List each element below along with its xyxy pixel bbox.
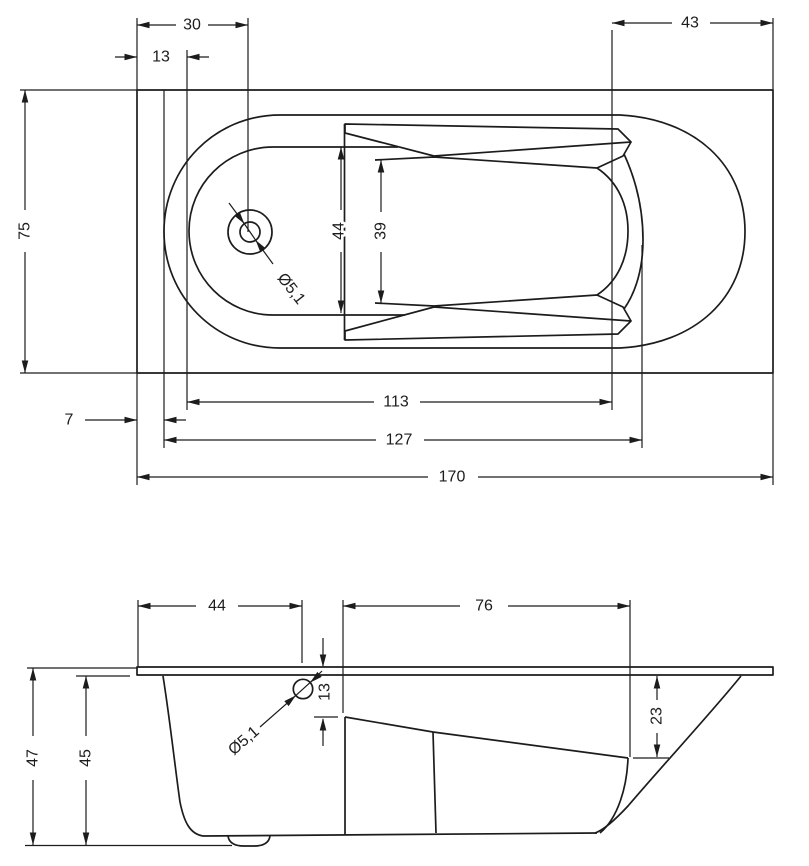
top-view-geometry [136, 89, 774, 374]
dim-label-127: 127 [386, 432, 413, 449]
dim-label-45: 45 [78, 749, 95, 767]
armrest-top [344, 123, 632, 157]
seat-divider-line [432, 731, 437, 834]
dimension-arrowhead [21, 90, 29, 103]
dim-label-43: 43 [681, 15, 699, 32]
dimension-arrowhead [137, 473, 150, 481]
dim-label-75: 75 [17, 222, 34, 240]
dimension-arrowhead [653, 676, 661, 689]
dimension-arrowhead [235, 21, 248, 29]
dimension-arrowhead [124, 416, 137, 424]
top-view: 30 13 43 75 44 39 Ø5,1 113 127 170 7 [14, 12, 774, 488]
dimension-arrowhead [21, 360, 29, 373]
left-wall-profile [162, 675, 204, 837]
dim-label-7: 7 [65, 412, 74, 429]
top-view-dimensions: 30 13 43 75 44 39 Ø5,1 113 127 170 7 [14, 12, 774, 488]
seat-back-edge [599, 757, 629, 834]
dim-label-170: 170 [439, 469, 466, 486]
dim-label-76: 76 [475, 598, 493, 615]
dim-label-30: 30 [183, 17, 201, 34]
dimension-arrowhead [310, 671, 322, 683]
dimension-arrowhead [289, 602, 302, 610]
rim-profile [136, 666, 774, 676]
dimension-arrowhead [653, 744, 661, 757]
drain-leader [228, 202, 274, 265]
dimension-arrowhead [377, 290, 385, 303]
tub-deck-outline [136, 89, 774, 374]
dimension-arrowhead [629, 436, 642, 444]
seat-inner-edge-top [374, 141, 632, 169]
dimension-arrowhead [760, 473, 773, 481]
tub-rim-outline [163, 114, 746, 349]
seat-inner-edge-bottom [374, 294, 632, 322]
dimension-arrowhead [319, 718, 327, 731]
dimension-arrowhead [29, 668, 37, 681]
armrest-bottom [344, 306, 632, 341]
backrest-outer-curve [623, 153, 644, 310]
dimension-arrowhead [124, 53, 137, 61]
dimension-arrowhead [255, 240, 266, 253]
extension-line [20, 89, 137, 374]
dimension-arrowhead [187, 53, 200, 61]
dimension-arrowhead [337, 147, 345, 160]
dimension-arrowhead [137, 21, 150, 29]
dim-label-44-side: 44 [208, 598, 226, 615]
dim-label-drain-diameter-side: Ø5,1 [225, 723, 262, 759]
backrest-inner-curve [596, 167, 629, 296]
back-wall-profile [594, 675, 742, 834]
dimension-arrowhead [29, 832, 37, 845]
dim-label-13-side: 13 [317, 683, 334, 701]
dimension-arrowhead [760, 19, 773, 27]
dimension-arrowhead [164, 436, 177, 444]
side-view: 44 76 13 23 47 45 Ø5,1 [22, 595, 774, 847]
drain-hole-circle [239, 221, 261, 243]
dimension-arrowhead [377, 160, 385, 173]
dim-label-drain-diameter: Ø5,1 [274, 270, 309, 308]
dimension-arrowhead [599, 398, 612, 406]
dimension-arrowhead [164, 416, 177, 424]
dimension-arrowhead [343, 602, 356, 610]
floor-profile [202, 832, 598, 837]
dimension-arrowhead [284, 695, 296, 707]
drain-flange-circle [227, 209, 273, 255]
dim-label-44: 44 [331, 222, 348, 240]
dimension-arrowhead [612, 19, 625, 27]
dimension-arrowhead [337, 300, 345, 313]
dimension-arrowhead [234, 211, 245, 224]
dimension-arrowhead [319, 654, 327, 667]
dim-label-13: 13 [152, 49, 170, 66]
dimension-arrowhead [82, 832, 90, 845]
drain-side-circle [292, 678, 314, 700]
arrowheads [21, 19, 773, 845]
dimension-arrowhead [82, 676, 90, 689]
side-view-dimensions: 44 76 13 23 47 45 Ø5,1 [22, 595, 669, 847]
dimension-arrowhead [138, 602, 151, 610]
dimension-arrowhead [187, 398, 200, 406]
side-view-geometry [136, 666, 774, 847]
dim-label-113: 113 [383, 394, 409, 411]
dim-label-23: 23 [649, 707, 666, 725]
dim-label-39: 39 [373, 222, 390, 240]
dim-label-47: 47 [25, 749, 42, 767]
seat-top-profile [344, 716, 629, 759]
dimension-arrowhead [617, 602, 630, 610]
tub-basin-outline [188, 146, 405, 316]
foot-profile [227, 835, 271, 847]
